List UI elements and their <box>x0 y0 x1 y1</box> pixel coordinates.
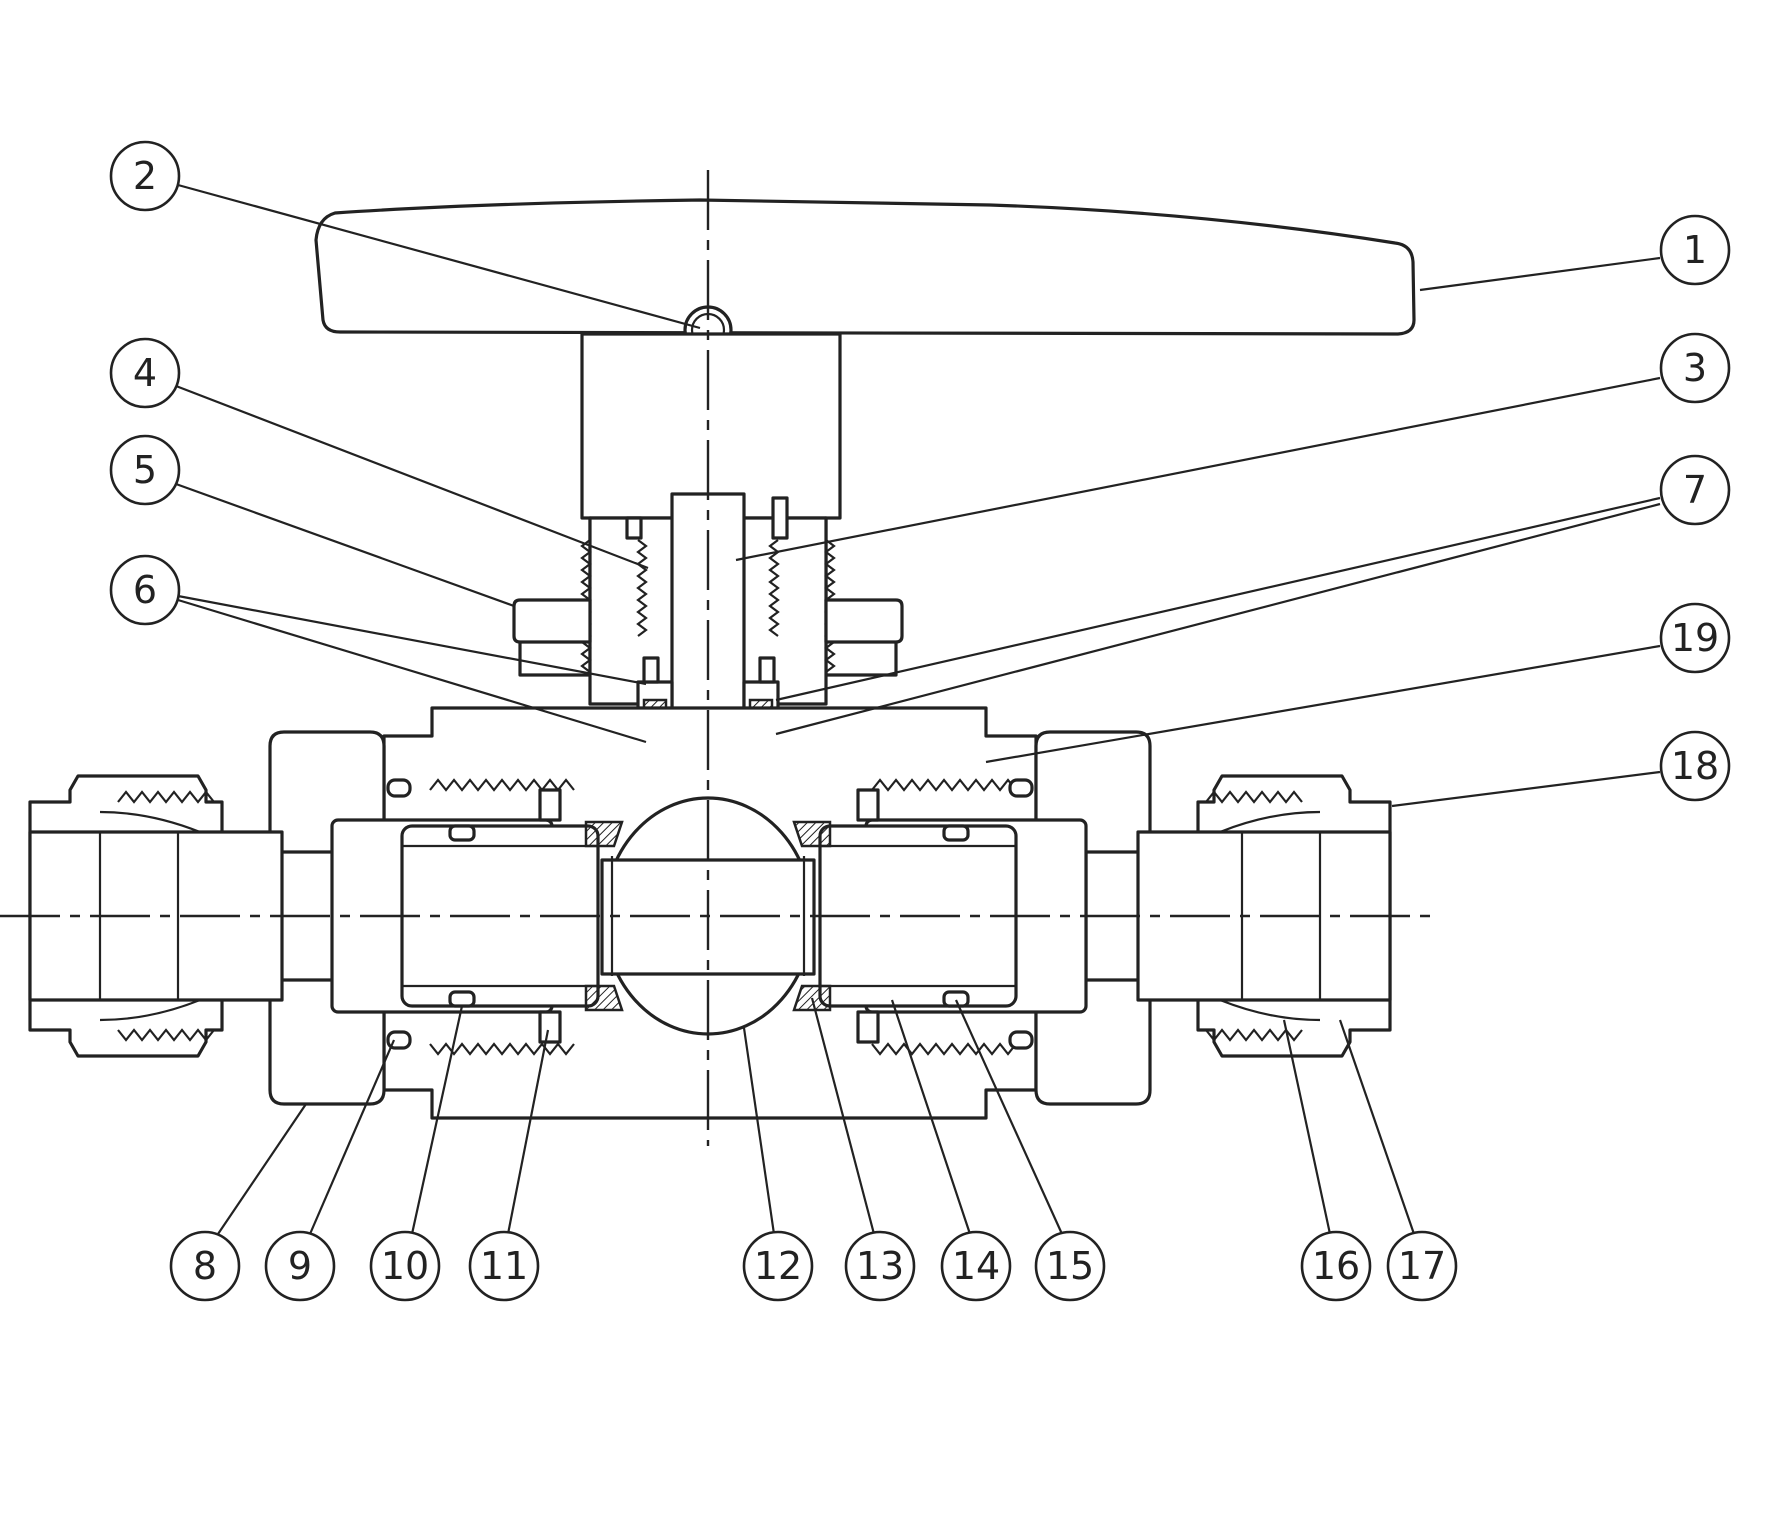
handle-hub <box>580 332 842 520</box>
seat-rings <box>538 788 880 1044</box>
callout-number-4: 4 <box>133 351 157 395</box>
callout-number-7: 7 <box>1683 468 1707 512</box>
leader-line-7 <box>775 502 1661 736</box>
callout-number-10: 10 <box>381 1244 429 1288</box>
callout-number-19: 19 <box>1671 616 1719 660</box>
callout-15: 15 <box>954 999 1106 1302</box>
callout-17: 17 <box>1338 1019 1458 1302</box>
callout-bubble-1 <box>1659 214 1731 286</box>
callout-bubble-17 <box>1386 1230 1458 1302</box>
callout-number-3: 3 <box>1683 346 1707 390</box>
callout-number-16: 16 <box>1312 1244 1360 1288</box>
handle <box>314 198 1416 355</box>
leader-line-14 <box>890 999 972 1235</box>
callout-bubble-15 <box>1034 1230 1106 1302</box>
callout-19: 19 <box>985 602 1731 764</box>
callout-16: 16 <box>1282 1019 1372 1302</box>
callout-14: 14 <box>890 999 1012 1302</box>
ball-seats <box>584 820 832 1012</box>
callout-number-1: 1 <box>1683 228 1707 272</box>
callout-number-13: 13 <box>856 1244 904 1288</box>
left-tube-fitting <box>28 774 284 1058</box>
callout-bubble-10 <box>369 1230 441 1302</box>
leader-line-19 <box>985 644 1661 764</box>
inner-bore <box>402 844 1016 988</box>
callout-8: 8 <box>169 1103 307 1302</box>
callout-number-9: 9 <box>288 1244 312 1288</box>
center-lines <box>0 170 1430 1146</box>
callout-bubble-9 <box>264 1230 336 1302</box>
callout-18: 18 <box>1391 730 1731 808</box>
leader-line-5 <box>175 482 515 608</box>
leader-line-15 <box>954 999 1064 1235</box>
callout-bubble-5 <box>109 434 181 506</box>
callout-number-5: 5 <box>133 448 157 492</box>
callout-number-14: 14 <box>952 1244 1000 1288</box>
callout-bubble-6 <box>109 554 181 626</box>
leader-line-18 <box>1391 770 1661 808</box>
callout-number-18: 18 <box>1671 744 1719 788</box>
callout-number-8: 8 <box>193 1244 217 1288</box>
leader-line-1 <box>1419 256 1661 292</box>
leader-line-6 <box>177 598 647 744</box>
leader-line-11 <box>506 1029 550 1235</box>
callout-number-12: 12 <box>754 1244 802 1288</box>
leader-line-10 <box>410 1005 464 1235</box>
callout-5: 5 <box>109 434 515 608</box>
callout-bubble-2 <box>109 140 181 212</box>
leader-line-12 <box>742 1027 776 1235</box>
callout-bubble-4 <box>109 337 181 409</box>
callout-number-11: 11 <box>480 1244 528 1288</box>
callout-bubble-19 <box>1659 602 1731 674</box>
leader-line-6 <box>177 594 647 686</box>
leader-line-13 <box>810 997 876 1235</box>
o-rings <box>386 778 1034 1050</box>
callout-4: 4 <box>109 337 649 570</box>
leader-line-9 <box>308 1039 396 1235</box>
lock-nut <box>512 598 904 644</box>
callout-number-2: 2 <box>133 154 157 198</box>
callout-2: 2 <box>109 140 701 330</box>
callout-11: 11 <box>468 1029 550 1302</box>
callout-3: 3 <box>735 332 1731 562</box>
callout-7: 7 <box>775 454 1731 736</box>
callout-bubble-11 <box>468 1230 540 1302</box>
leader-line-2 <box>177 183 701 330</box>
callout-bubble-13 <box>844 1230 916 1302</box>
leader-line-4 <box>175 384 649 570</box>
callout-number-15: 15 <box>1046 1244 1094 1288</box>
leader-line-3 <box>735 376 1661 562</box>
callout-bubble-14 <box>940 1230 1012 1302</box>
callout-12: 12 <box>742 1027 814 1302</box>
callout-bubble-7 <box>1659 454 1731 526</box>
callout-number-6: 6 <box>133 568 157 612</box>
callout-bubble-3 <box>1659 332 1731 404</box>
leader-line-17 <box>1338 1019 1416 1235</box>
leader-line-8 <box>217 1103 307 1235</box>
callout-bubble-16 <box>1300 1230 1372 1302</box>
callout-bubble-12 <box>742 1230 814 1302</box>
callout-1: 1 <box>1419 214 1731 292</box>
leader-line-16 <box>1282 1019 1332 1235</box>
callout-number-17: 17 <box>1398 1244 1446 1288</box>
leader-line-7 <box>775 496 1661 702</box>
callout-bubble-8 <box>169 1230 241 1302</box>
callout-bubble-18 <box>1659 730 1731 802</box>
callout-9: 9 <box>264 1039 396 1302</box>
callout-6: 6 <box>109 554 647 744</box>
callout-10: 10 <box>369 1005 464 1302</box>
callout-13: 13 <box>810 997 916 1302</box>
